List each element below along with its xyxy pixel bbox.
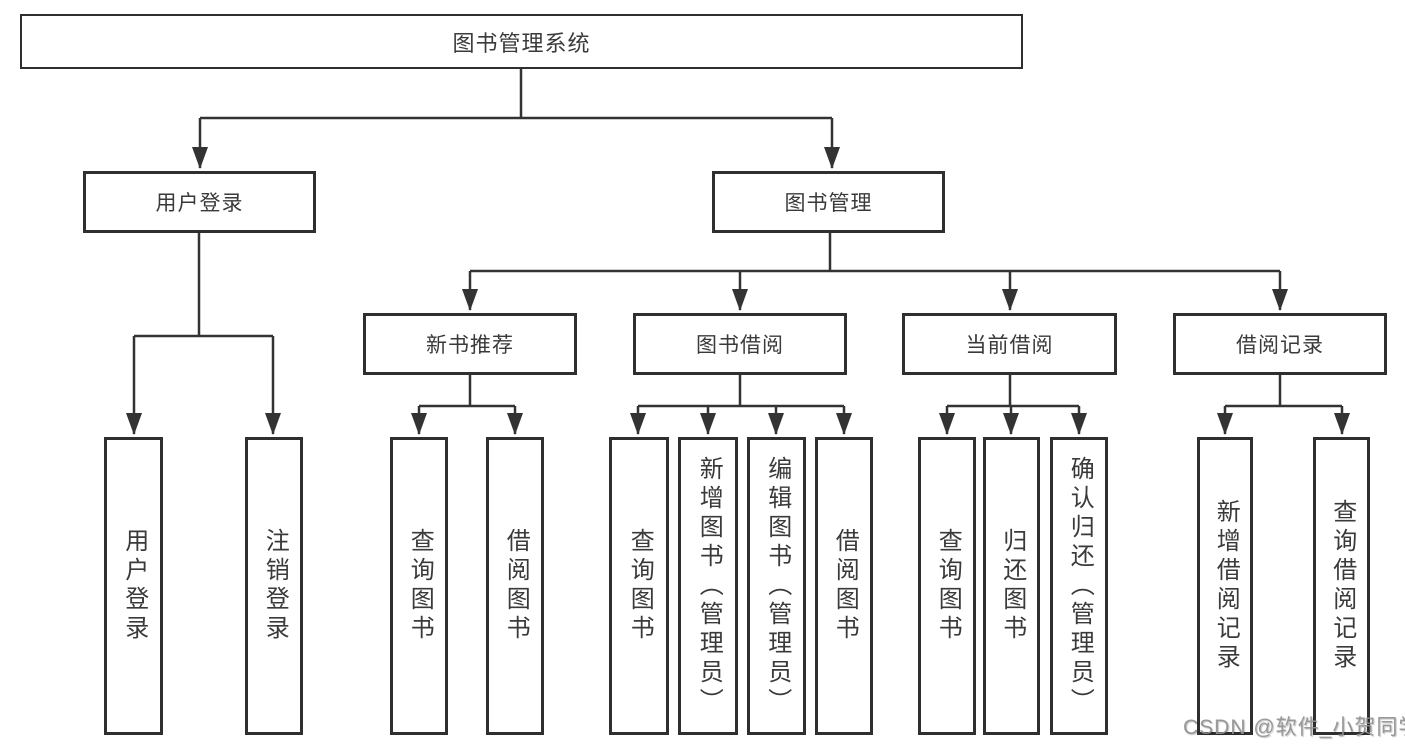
node-book-management: 图书管理 [712,171,945,233]
node-borrow-records-label: 借阅记录 [1236,334,1324,357]
leaf-logout: 注销登录 [245,437,303,735]
leaf-current-query-books: 查询图书 [918,437,976,735]
leaf-add-borrow-record: 新增借阅记录 [1197,437,1253,735]
leaf-edit-books-admin: 编辑图书（管理员） [747,437,806,735]
node-current-borrow-label: 当前借阅 [965,334,1054,357]
leaf-query-borrow-record: 查询借阅记录 [1313,437,1370,735]
node-book-system-label: 图书管理系统 [452,30,591,56]
node-book-borrow-label: 图书借阅 [696,334,784,357]
leaf-newbook-query-books-label: 查询图书 [406,528,434,644]
node-borrow-records: 借阅记录 [1173,313,1387,375]
leaf-return-books: 归还图书 [983,437,1040,735]
leaf-add-books-admin-label: 新增图书（管理员） [695,455,723,717]
node-user-login: 用户登录 [83,171,316,233]
node-book-management-label: 图书管理 [784,192,873,215]
leaf-borrow-query-books: 查询图书 [609,437,669,735]
leaf-newbook-query-books: 查询图书 [390,437,448,735]
node-new-book-recommend-label: 新书推荐 [426,334,514,357]
node-current-borrow: 当前借阅 [902,313,1117,375]
node-book-borrow: 图书借阅 [633,313,847,375]
leaf-return-books-label: 归还图书 [998,528,1026,644]
leaf-query-borrow-record-label: 查询借阅记录 [1328,499,1356,673]
leaf-confirm-return-admin: 确认归还（管理员） [1050,437,1108,735]
leaf-borrow-books: 借阅图书 [815,437,873,735]
leaf-confirm-return-admin-label: 确认归还（管理员） [1066,455,1094,717]
leaf-newbook-borrow-books: 借阅图书 [486,437,544,735]
node-book-system: 图书管理系统 [20,14,1023,69]
leaf-logout-label: 注销登录 [261,528,289,644]
leaf-borrow-books-label: 借阅图书 [831,528,859,644]
leaf-add-borrow-record-label: 新增借阅记录 [1212,499,1240,673]
leaf-borrow-query-books-label: 查询图书 [626,528,654,644]
leaf-user-login: 用户登录 [104,437,163,735]
leaf-edit-books-admin-label: 编辑图书（管理员） [763,455,791,717]
leaf-add-books-admin: 新增图书（管理员） [678,437,738,735]
leaf-newbook-borrow-books-label: 借阅图书 [502,528,530,644]
leaf-user-login-label: 用户登录 [120,528,148,644]
node-user-login-label: 用户登录 [155,192,244,215]
node-new-book-recommend: 新书推荐 [363,313,577,375]
leaf-current-query-books-label: 查询图书 [934,528,962,644]
csdn-watermark: CSDN @软件_小贺同学 [1183,716,1405,739]
